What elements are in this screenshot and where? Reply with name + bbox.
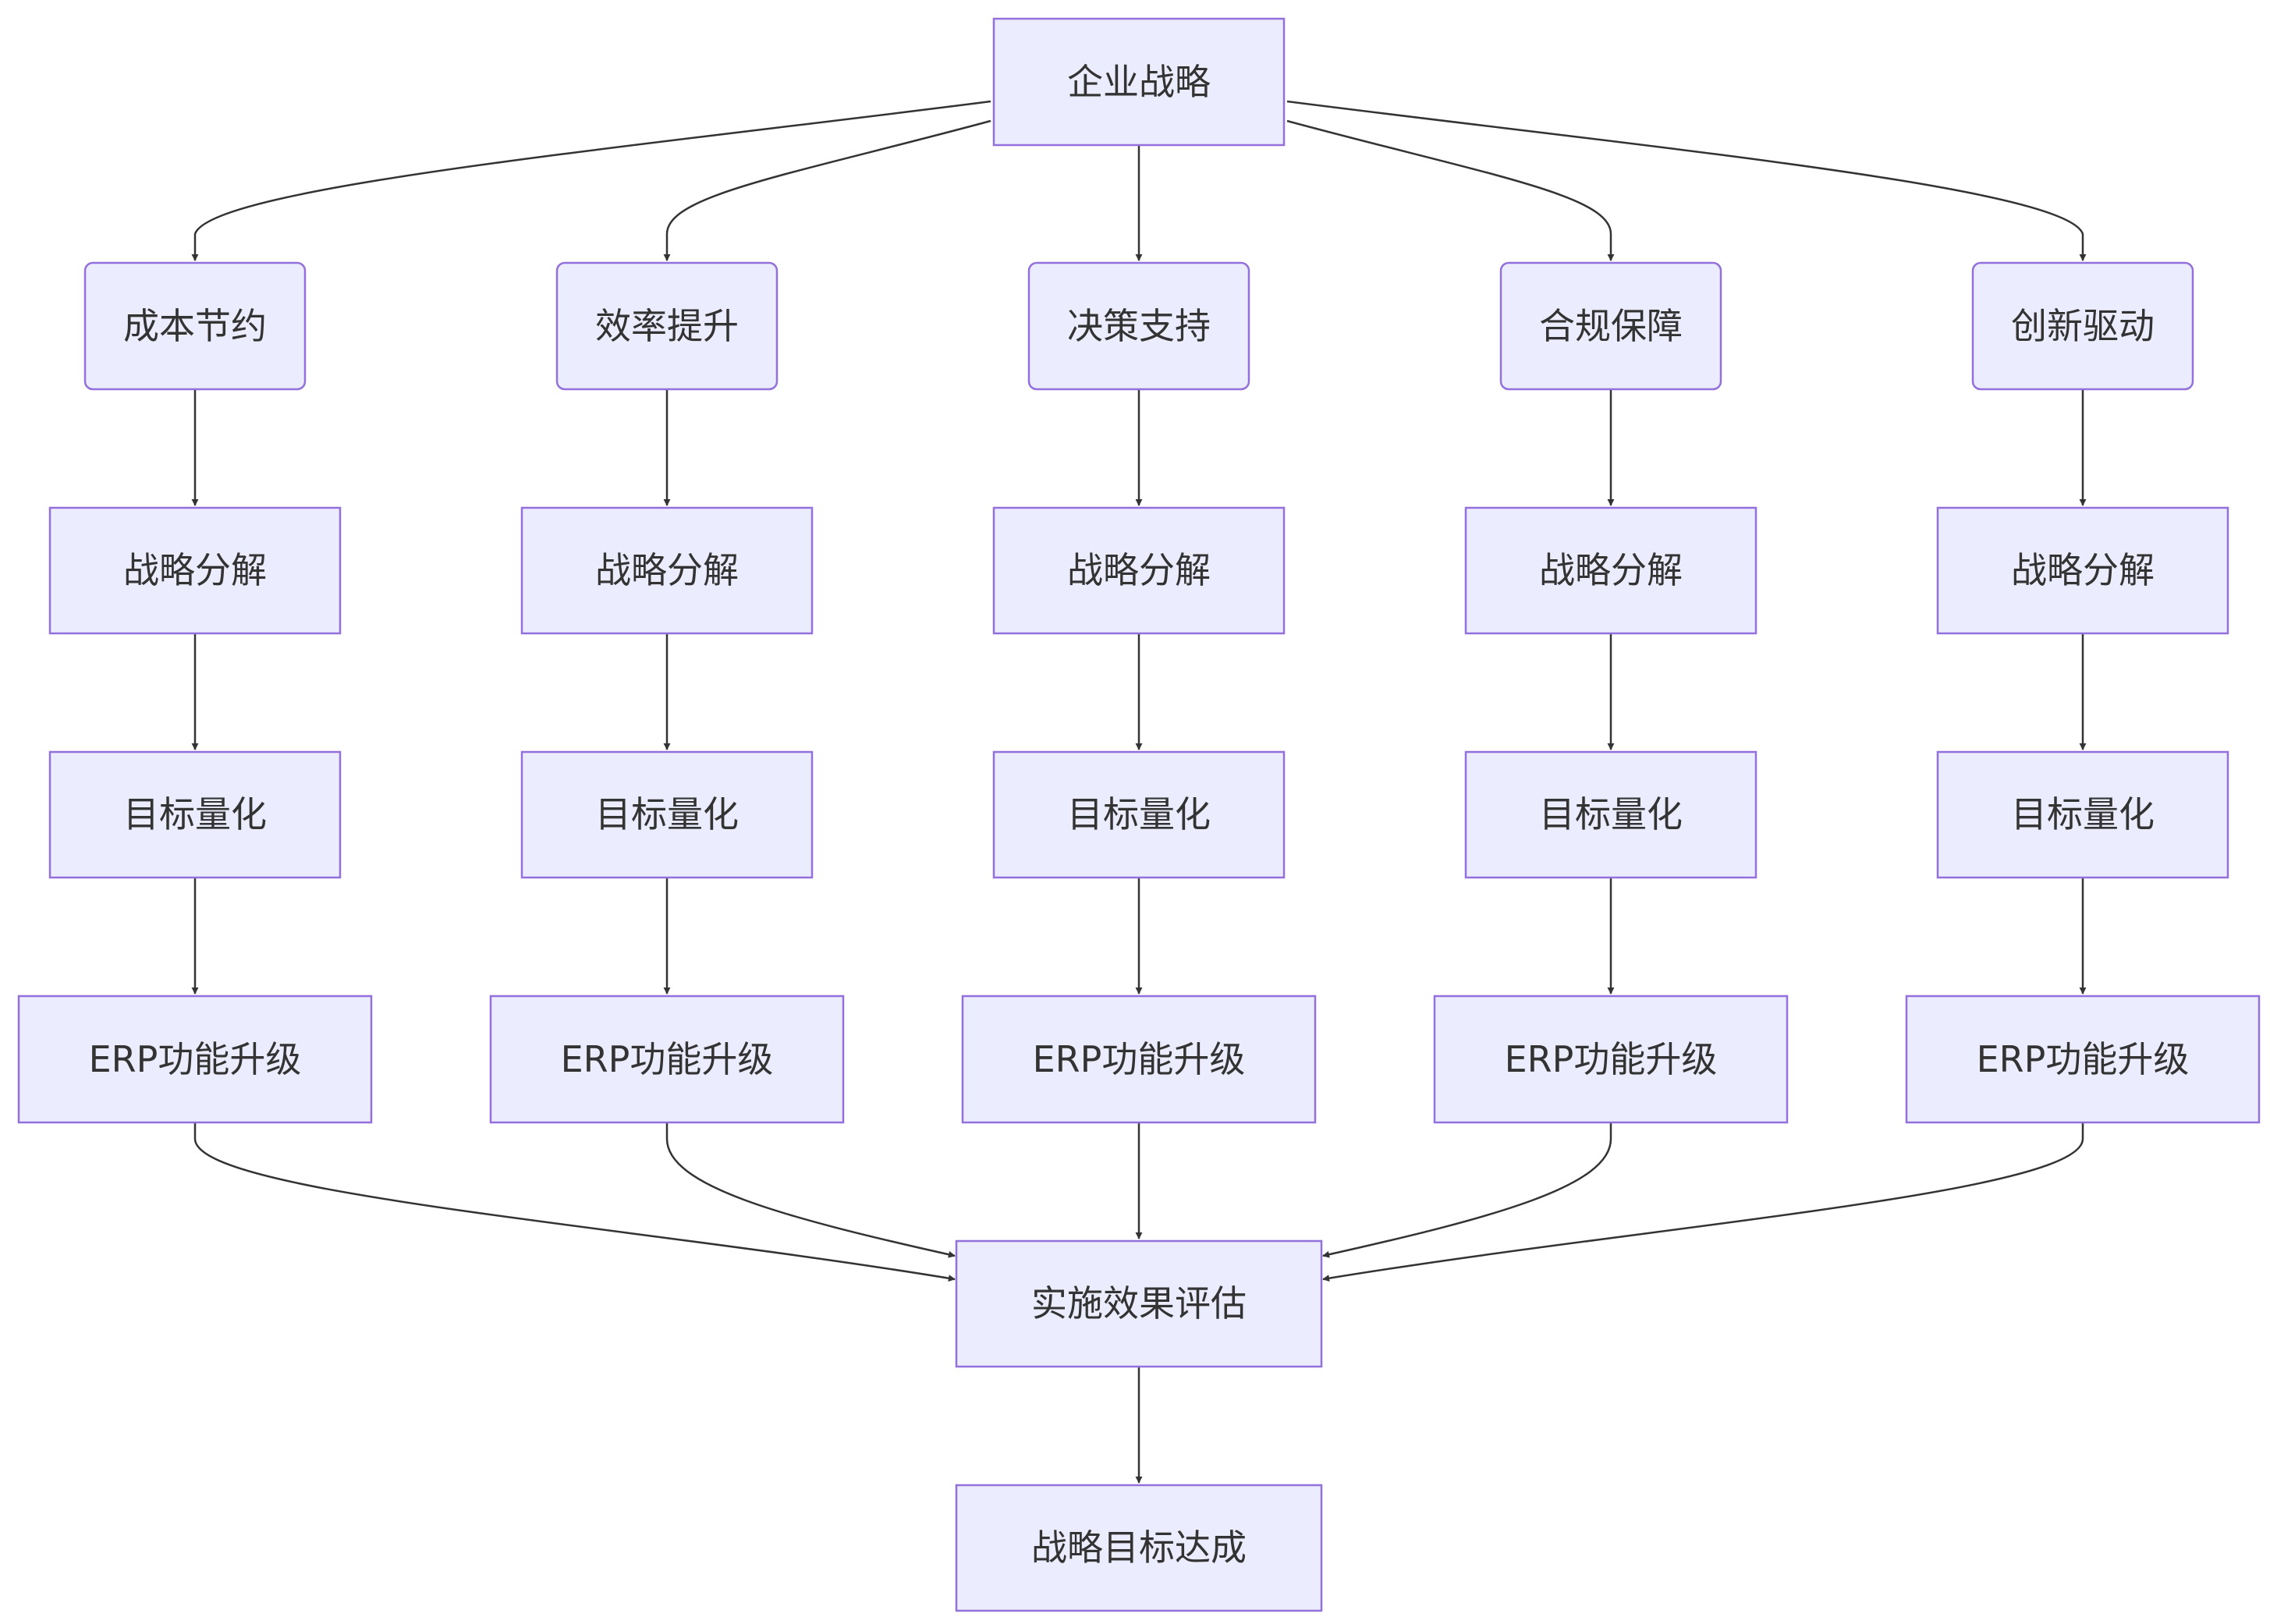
node-decompose-label: 战略分解	[123, 549, 267, 591]
node-quantify-efficiency: 目标量化	[520, 750, 814, 879]
node-evaluation-label: 实施效果评估	[1031, 1282, 1247, 1324]
node-goal-innovation: 创新驱动	[1971, 261, 2194, 391]
edge-root-to-innovation	[1286, 100, 2087, 261]
node-quantify-decision: 目标量化	[992, 750, 1286, 879]
node-decompose-label: 战略分解	[1539, 549, 1683, 591]
node-upgrade-decision: ERP功能升级	[961, 995, 1317, 1124]
node-quantify-label: 目标量化	[123, 793, 267, 835]
nodes: 企业战略 成本节约 效率提升 决策支持 合规保障 创新驱动 战略分解	[17, 17, 2261, 1612]
node-goal-cost: 成本节约	[83, 261, 307, 391]
node-upgrade-label: ERP功能升级	[1977, 1038, 2190, 1080]
edge-efficiency-upgrade-to-evaluation	[665, 1122, 956, 1258]
node-result-label: 战略目标达成	[1031, 1526, 1247, 1569]
node-decompose-label: 战略分解	[595, 549, 739, 591]
node-goal-compliance: 合规保障	[1499, 261, 1722, 391]
node-goal-label: 创新驱动	[2011, 305, 2155, 347]
node-decompose-label: 战略分解	[1067, 549, 1211, 591]
node-upgrade-label: ERP功能升级	[89, 1038, 302, 1080]
node-upgrade-cost: ERP功能升级	[17, 995, 373, 1124]
node-quantify-innovation: 目标量化	[1936, 750, 2229, 879]
node-root: 企业战略	[992, 17, 1286, 147]
node-upgrade-label: ERP功能升级	[561, 1038, 774, 1080]
node-quantify-compliance: 目标量化	[1464, 750, 1757, 879]
node-goal-label: 成本节约	[123, 305, 267, 347]
node-goal-label: 效率提升	[595, 305, 739, 347]
node-decompose-label: 战略分解	[2011, 549, 2155, 591]
edge-compliance-upgrade-to-evaluation	[1322, 1122, 1612, 1258]
node-root-label: 企业战略	[1067, 61, 1211, 103]
node-decompose-decision: 战略分解	[992, 506, 1286, 635]
node-decompose-compliance: 战略分解	[1464, 506, 1757, 635]
node-upgrade-efficiency: ERP功能升级	[489, 995, 845, 1124]
node-decompose-cost: 战略分解	[48, 506, 342, 635]
node-quantify-cost: 目标量化	[48, 750, 342, 879]
node-quantify-label: 目标量化	[2011, 793, 2155, 835]
node-decompose-efficiency: 战略分解	[520, 506, 814, 635]
node-goal-label: 决策支持	[1067, 305, 1211, 347]
node-quantify-label: 目标量化	[1539, 793, 1683, 835]
node-quantify-label: 目标量化	[1067, 793, 1211, 835]
node-goal-label: 合规保障	[1539, 305, 1683, 347]
edge-root-to-efficiency	[663, 119, 991, 261]
node-goal-decision: 决策支持	[1027, 261, 1250, 391]
node-upgrade-compliance: ERP功能升级	[1433, 995, 1789, 1124]
edge-root-to-compliance	[1286, 119, 1615, 261]
edge-innovation-upgrade-to-evaluation	[1322, 1122, 2084, 1282]
node-upgrade-innovation: ERP功能升级	[1905, 995, 2261, 1124]
edge-cost-upgrade-to-evaluation	[193, 1122, 956, 1282]
edges	[191, 100, 2087, 1484]
edge-root-to-cost	[191, 100, 991, 261]
node-upgrade-label: ERP功能升级	[1033, 1038, 1246, 1080]
node-goal-efficiency: 效率提升	[555, 261, 779, 391]
node-upgrade-label: ERP功能升级	[1505, 1038, 1718, 1080]
node-evaluation: 实施效果评估	[955, 1239, 1323, 1368]
node-quantify-label: 目标量化	[595, 793, 739, 835]
node-result: 战略目标达成	[955, 1484, 1323, 1612]
node-decompose-innovation: 战略分解	[1936, 506, 2229, 635]
